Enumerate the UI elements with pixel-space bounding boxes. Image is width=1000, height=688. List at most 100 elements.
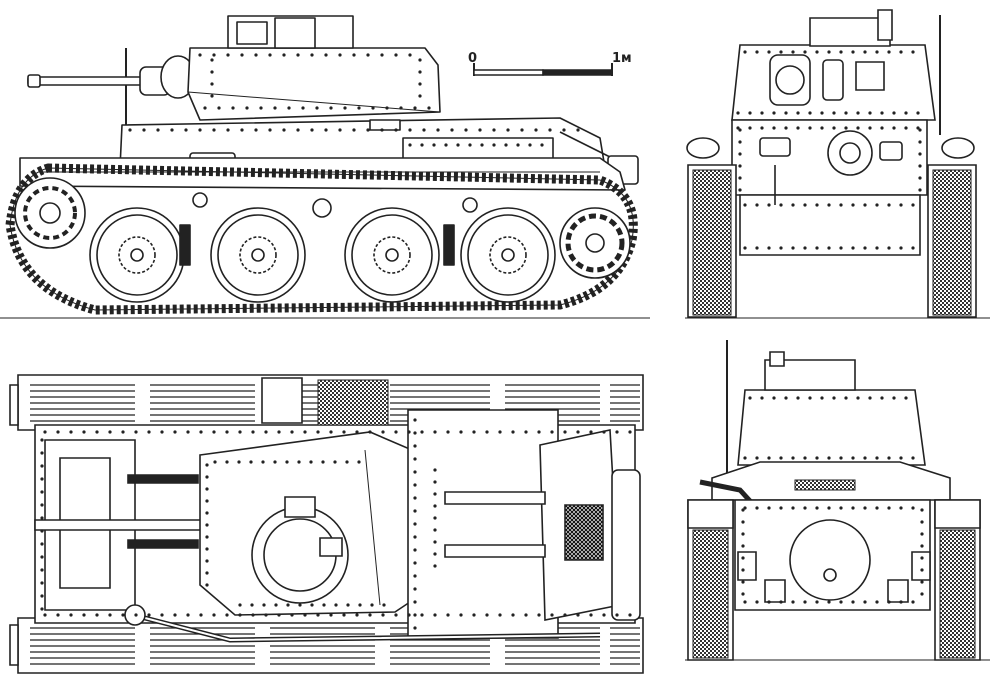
rivet bbox=[767, 246, 771, 250]
rivet bbox=[186, 613, 190, 617]
rivet bbox=[40, 516, 44, 520]
rivet bbox=[844, 126, 848, 130]
rivet bbox=[875, 506, 879, 510]
rivet bbox=[887, 246, 891, 250]
rivet bbox=[615, 430, 619, 434]
rivet bbox=[345, 460, 349, 464]
rivet bbox=[160, 613, 164, 617]
rivet bbox=[904, 111, 908, 115]
rivet bbox=[760, 111, 764, 115]
rivet bbox=[433, 492, 437, 496]
rivet bbox=[407, 613, 411, 617]
rivet bbox=[310, 603, 314, 607]
rivet bbox=[741, 544, 745, 548]
rivet bbox=[767, 456, 771, 460]
rivet bbox=[264, 613, 268, 617]
rivet bbox=[916, 111, 920, 115]
rivet bbox=[205, 583, 209, 587]
rivet bbox=[803, 246, 807, 250]
rivet bbox=[240, 53, 244, 57]
rivet bbox=[459, 430, 463, 434]
rivet bbox=[433, 528, 437, 532]
rivet bbox=[433, 504, 437, 508]
rivet bbox=[767, 506, 771, 510]
scale-end-label: 1м bbox=[612, 51, 632, 66]
rivet bbox=[82, 613, 86, 617]
rivet bbox=[333, 460, 337, 464]
rivet bbox=[329, 613, 333, 617]
rivet bbox=[212, 53, 216, 57]
rivet bbox=[911, 506, 915, 510]
rivet bbox=[134, 430, 138, 434]
rivet bbox=[528, 143, 532, 147]
rivet bbox=[628, 430, 632, 434]
rivet bbox=[602, 613, 606, 617]
rivet bbox=[918, 176, 922, 180]
rivet bbox=[887, 600, 891, 604]
rivet bbox=[911, 600, 915, 604]
rivet bbox=[322, 603, 326, 607]
rivet bbox=[918, 164, 922, 168]
rivet bbox=[433, 516, 437, 520]
rivet bbox=[433, 613, 437, 617]
rivet bbox=[413, 522, 417, 526]
rivet bbox=[478, 128, 482, 132]
rivet bbox=[69, 430, 73, 434]
rivet bbox=[413, 418, 417, 422]
rivet bbox=[875, 50, 879, 54]
rivet bbox=[820, 126, 824, 130]
rivet bbox=[399, 106, 403, 110]
rivet bbox=[736, 111, 740, 115]
rivet bbox=[324, 53, 328, 57]
rivet bbox=[40, 568, 44, 572]
rivet bbox=[892, 396, 896, 400]
rivet bbox=[355, 613, 359, 617]
rivet bbox=[199, 430, 203, 434]
rivet bbox=[524, 430, 528, 434]
rivet bbox=[198, 128, 202, 132]
rivet bbox=[203, 106, 207, 110]
rivet bbox=[562, 128, 566, 132]
rivet bbox=[413, 470, 417, 474]
rivet bbox=[301, 106, 305, 110]
rivet bbox=[911, 50, 915, 54]
rivet bbox=[839, 50, 843, 54]
rivet bbox=[128, 128, 132, 132]
rivet bbox=[827, 246, 831, 250]
rivet bbox=[863, 246, 867, 250]
rivet bbox=[615, 613, 619, 617]
rivet bbox=[420, 143, 424, 147]
rivet bbox=[887, 456, 891, 460]
rivet bbox=[250, 603, 254, 607]
rivet bbox=[282, 53, 286, 57]
rivet bbox=[413, 457, 417, 461]
rivet bbox=[225, 430, 229, 434]
rivet bbox=[433, 552, 437, 556]
rivet bbox=[238, 613, 242, 617]
rivet bbox=[290, 430, 294, 434]
rivet bbox=[296, 128, 300, 132]
rivet bbox=[249, 460, 253, 464]
rivet bbox=[418, 70, 422, 74]
rivet bbox=[40, 438, 44, 442]
rivet bbox=[338, 128, 342, 132]
rivet bbox=[767, 600, 771, 604]
rivet bbox=[920, 580, 924, 584]
rivet bbox=[40, 503, 44, 507]
rivet bbox=[839, 456, 843, 460]
rivet bbox=[550, 430, 554, 434]
rivet bbox=[563, 430, 567, 434]
rivet bbox=[892, 126, 896, 130]
rivet bbox=[254, 53, 258, 57]
rivet bbox=[394, 430, 398, 434]
rivet bbox=[147, 613, 151, 617]
rivet bbox=[40, 451, 44, 455]
rivet bbox=[394, 53, 398, 57]
rivet bbox=[205, 571, 209, 575]
rivet bbox=[459, 613, 463, 617]
rivet bbox=[273, 106, 277, 110]
rivet bbox=[40, 477, 44, 481]
rivet bbox=[413, 587, 417, 591]
rivet bbox=[408, 128, 412, 132]
rivet bbox=[205, 547, 209, 551]
